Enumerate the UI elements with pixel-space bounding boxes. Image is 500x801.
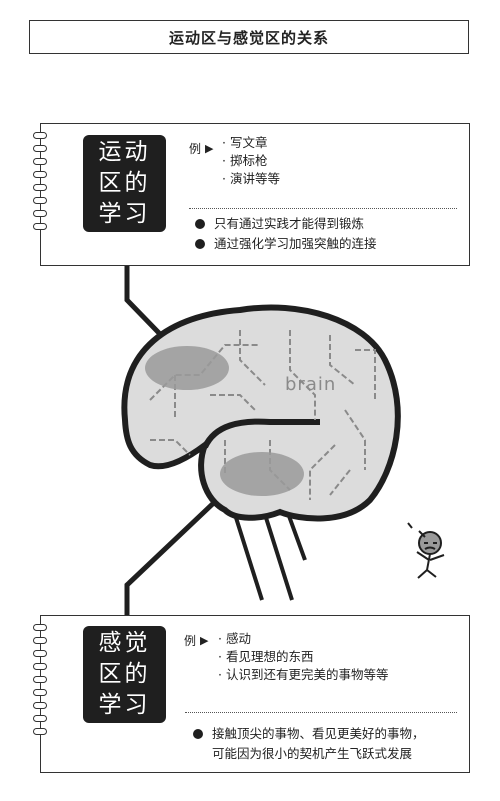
brain-fold: [202, 418, 320, 449]
tag-line: 学习: [98, 692, 151, 718]
sensory-points: 接触顶尖的事物、看见更美好的事物， 可能因为很小的契机产生飞跃式发展: [190, 724, 465, 764]
list-item: 感动: [218, 630, 388, 648]
list-item: 掷标枪: [222, 152, 280, 170]
tag-line: 感觉: [98, 630, 151, 656]
list-item: 接触顶尖的事物、看见更美好的事物， 可能因为很小的契机产生飞跃式发展: [190, 724, 465, 764]
brain-circuit-lines: [149, 330, 376, 500]
motor-region: [145, 346, 229, 390]
diagram-title: 运动区与感觉区的关系: [29, 20, 469, 54]
sensory-examples: 感动 看见理想的东西 认识到还有更完美的事物等等: [218, 630, 389, 684]
tag-line: 区的: [98, 170, 151, 196]
motor-learning-tag: 运动 区的 学习: [83, 135, 166, 232]
list-item: 演讲等等: [222, 170, 280, 188]
triangle-right-icon: ▶: [205, 142, 214, 155]
list-item: 写文章: [222, 134, 280, 152]
list-item: 通过强化学习加强突触的连接: [192, 234, 377, 254]
list-item: 认识到还有更完美的事物等等: [218, 666, 389, 684]
list-item: 看见理想的东西: [218, 648, 388, 666]
sensory-learning-tag: 感觉 区的 学习: [83, 626, 166, 723]
worried-character: [407, 522, 445, 579]
example-label: 例▶: [189, 142, 214, 156]
example-label: 例▶: [184, 634, 209, 648]
motor-examples: 写文章 掷标枪 演讲等等: [222, 134, 280, 188]
tag-line: 运动: [98, 139, 151, 165]
motor-points: 只有通过实践才能得到锻炼 通过强化学习加强突触的连接: [192, 214, 377, 254]
brain-label: brain: [285, 374, 336, 395]
triangle-right-icon: ▶: [200, 634, 209, 647]
sensory-region: [220, 452, 304, 496]
tag-line: 学习: [98, 201, 151, 227]
divider: [185, 712, 457, 713]
divider: [189, 208, 457, 209]
list-item: 只有通过实践才能得到锻炼: [192, 214, 377, 234]
spiral-binding: [33, 132, 53, 236]
tag-line: 区的: [98, 661, 151, 687]
spiral-binding: [33, 624, 53, 741]
